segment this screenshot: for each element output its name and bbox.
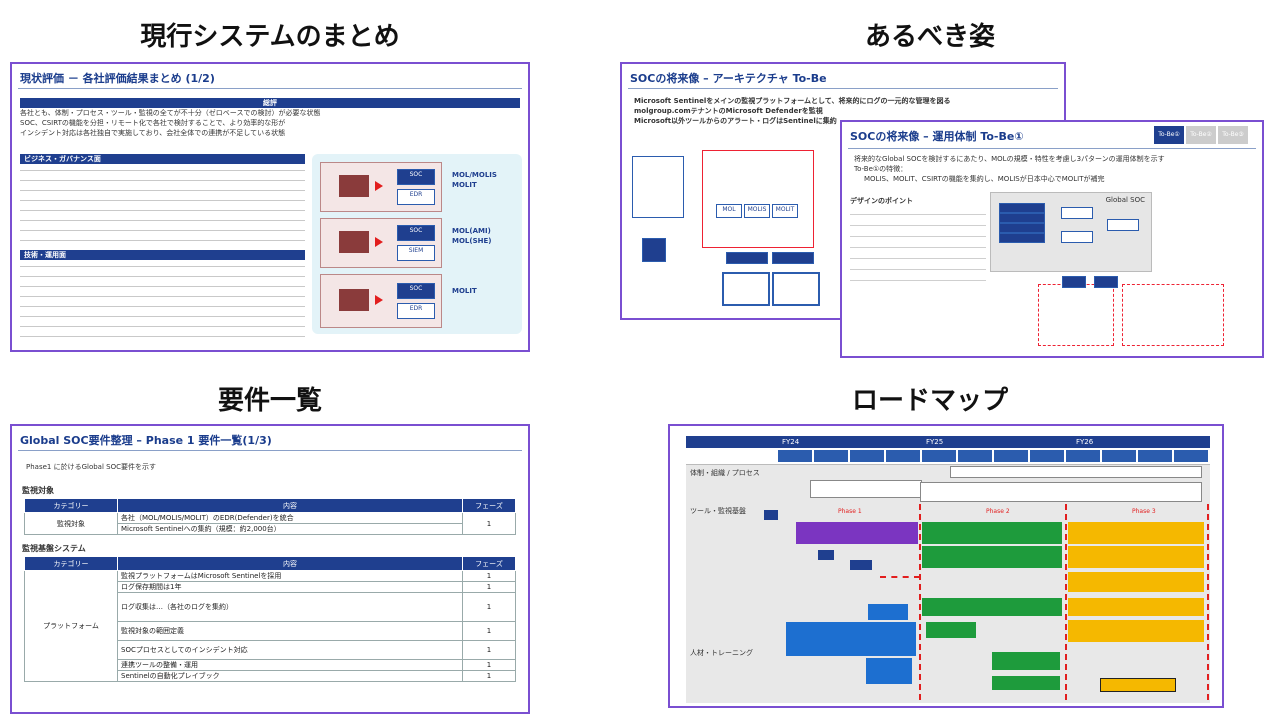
diagram-label-2: MOL(AMI) MOL(SHE)	[452, 227, 492, 245]
diagram-label-3: MOLIT	[452, 287, 477, 295]
table-row: ログ収集は…（各社のログを集約）1	[25, 592, 516, 622]
global-soc-label: Global SOC	[1105, 196, 1145, 204]
slide1-biz-head: ビジネス・ガバナンス面	[20, 154, 305, 164]
slide1-tech-head: 技術・運用面	[20, 250, 305, 260]
table-row: Microsoft Sentinelへの集約（規模：約2,000台）	[25, 523, 516, 535]
slide3-intro: Phase1 に於けるGlobal SOC要件を示す	[26, 463, 156, 471]
gantt-task	[1100, 678, 1176, 692]
quarter-header	[778, 450, 1210, 462]
year-fy24: FY24	[782, 438, 800, 446]
slide1-diagram-panel: SOC EDR SOC SIEM SOC EDR MOL/MOLIS MOLIT…	[312, 154, 522, 334]
gantt-task	[1068, 572, 1204, 592]
phase-label-2: Phase 2	[986, 508, 1010, 515]
slide3-sec2: 監視基盤システム	[22, 544, 86, 553]
slide-operation-tobe[interactable]: SOCの将来像 – 運用体制 To-Be① To-Be① To-Be② To-B…	[840, 120, 1264, 358]
gantt-task	[850, 560, 872, 570]
row-label-3: 人材・トレーニング	[690, 649, 753, 657]
gantt-task	[866, 658, 912, 684]
col-content: 内容	[117, 498, 463, 513]
phase-boundary	[1065, 504, 1067, 700]
col-phase: フェーズ	[462, 498, 516, 513]
roadmap-band-2	[810, 480, 922, 498]
slide1-overall-line: 各社とも、体制・プロセス・ツール・監視の全てが不十分（ゼロベースでの検討）が必要…	[20, 109, 321, 117]
row-label-1: 体制・組織 / プロセス	[690, 469, 760, 477]
slide2b-line: To-Be①の特徴：	[854, 165, 908, 173]
gantt-task	[1068, 620, 1204, 642]
table-monitor-target: カテゴリー 内容 フェーズ 監視対象 各社（MOL/MOLIS/MOLIT）のE…	[24, 498, 516, 535]
title-roadmap: ロードマップ	[851, 386, 1008, 416]
tab-tobe-1[interactable]: To-Be①	[1154, 126, 1184, 144]
slide1-biz-lines	[20, 164, 305, 250]
gantt-task	[1068, 546, 1204, 568]
diagram-company-1: SOC EDR	[320, 162, 442, 212]
diagram-label-1: MOL/MOLIS MOLIT	[452, 171, 497, 189]
table-row: プラットフォーム 監視プラットフォームはMicrosoft Sentinelを採…	[24, 570, 516, 682]
slide3-sec1: 監視対象	[22, 486, 54, 495]
col-category: カテゴリー	[24, 498, 118, 513]
roadmap-band-3	[920, 482, 1202, 502]
global-soc-box: Global SOC	[990, 192, 1152, 272]
gantt-task	[992, 652, 1060, 670]
slide1-overall-line: SOC、CSIRTの機能を分担・リモート化で各社で検討することで、より効率的な形…	[20, 119, 286, 127]
slide2a-title: SOCの将来像 – アーキテクチャ To-Be	[630, 72, 827, 85]
table-row: 監視対象 各社（MOL/MOLIS/MOLIT）のEDR(Defender)を統…	[24, 512, 516, 535]
gantt-task	[926, 622, 976, 638]
arch-diagram: MOL MOLIS MOLIT	[632, 148, 832, 308]
gantt-task	[796, 522, 918, 544]
slide2a-line: molgroup.comテナントのMicrosoft Defenderを監視	[634, 107, 823, 115]
gantt-task	[868, 604, 908, 620]
phase-boundary	[880, 576, 920, 578]
slide-roadmap[interactable]: FY24 FY25 FY26 体制・組織 / プロセス ツール・監視基盤 人材・…	[668, 424, 1224, 708]
table-platform: カテゴリー 内容 フェーズ プラットフォーム 監視プラットフォームはMicros…	[24, 556, 516, 682]
slide2a-line: Microsoft Sentinelをメインの監視プラットフォームとして、将来的…	[634, 97, 951, 105]
gantt-task	[764, 510, 778, 520]
slide1-tech-lines	[20, 260, 305, 338]
tab-tobe-3[interactable]: To-Be③	[1218, 126, 1248, 144]
slide2b-title: SOCの将来像 – 運用体制 To-Be①	[850, 130, 1024, 143]
region-boxes	[1038, 274, 1238, 352]
gantt-task	[922, 522, 1062, 544]
phase-boundary	[919, 504, 921, 700]
slide-requirements[interactable]: Global SOC要件整理 – Phase 1 要件一覧(1/3) Phase…	[10, 424, 530, 714]
slide3-title: Global SOC要件整理 – Phase 1 要件一覧(1/3)	[20, 434, 272, 447]
title-current-system: 現行システムのまとめ	[140, 22, 400, 52]
gantt-task	[1068, 598, 1204, 616]
year-header: FY24 FY25 FY26	[686, 436, 1210, 448]
gantt-task	[922, 546, 1062, 568]
roadmap-band-1	[950, 466, 1202, 478]
title-requirements: 要件一覧	[217, 386, 322, 416]
tab-tobe-2[interactable]: To-Be②	[1186, 126, 1216, 144]
slide2b-line: 将来的なGlobal SOCを検討するにあたり、MOLの規模・特性を考慮し3パタ…	[854, 155, 1165, 163]
gantt-task	[818, 550, 834, 560]
diagram-company-3: SOC EDR	[320, 274, 442, 328]
title-to-be: あるべき姿	[864, 22, 995, 52]
gantt-task	[1068, 522, 1204, 544]
slide1-overall-head: 総評	[20, 98, 520, 108]
gantt-task	[786, 622, 916, 656]
slide-current-system[interactable]: 現状評価 － 各社評価結果まとめ (1/2) 総評 各社とも、体制・プロセス・ツ…	[10, 62, 530, 352]
row-label-2: ツール・監視基盤	[690, 507, 746, 515]
slide2a-line: Microsoft以外ツールからのアラート・ログはSentinelに集約	[634, 117, 837, 125]
design-points-label: デザインのポイント	[850, 197, 913, 205]
year-fy26: FY26	[1076, 438, 1094, 446]
phase-label-1: Phase 1	[838, 508, 862, 515]
gantt-task	[992, 676, 1060, 690]
slide1-overall-line: インシデント対応は各社独自で実施しており、会社全体での連携が不足している状態	[20, 129, 286, 137]
year-fy25: FY25	[926, 438, 944, 446]
slide1-title: 現状評価 － 各社評価結果まとめ (1/2)	[20, 72, 215, 85]
design-points-list	[850, 208, 986, 288]
phase-label-3: Phase 3	[1132, 508, 1156, 515]
slide2b-line: MOLIS、MOLIT、CSIRTの機能を集約し、MOLISが日本中心でMOLI…	[864, 175, 1105, 183]
gantt-task	[922, 598, 1062, 616]
phase-boundary	[1207, 504, 1209, 700]
diagram-company-2: SOC SIEM	[320, 218, 442, 268]
